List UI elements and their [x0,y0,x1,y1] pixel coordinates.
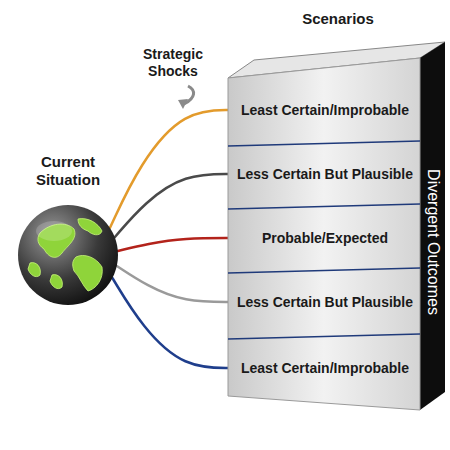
band-label: Less Certain But Plausible [237,294,413,310]
shock-path [112,278,234,368]
globe-land [28,263,40,277]
globe-illustration [18,205,118,305]
wall-front [228,58,420,410]
shock-pointer-head [178,99,188,109]
shock-path [110,110,234,228]
wall-illustration [228,42,445,412]
band-label: Least Certain/Improbable [241,360,409,376]
band-divider [228,268,420,273]
band-label: Least Certain/Improbable [241,102,409,118]
globe-highlight [36,221,72,241]
globe-node: Current Situation [18,205,118,305]
scenario-band: Least Certain/Improbable [234,82,416,138]
scenario-band: Less Certain But Plausible [234,146,416,202]
wall-side [420,42,445,410]
shock-label: Strategic Shocks [118,46,228,80]
shock-path [118,238,234,251]
globe-sphere [18,205,118,305]
globe-land [78,219,102,235]
scenario-band: Probable/Expected [234,210,416,266]
side-label: Divergent Outcomes [424,169,442,315]
shock-path [115,174,234,237]
band-divider [228,334,420,339]
shock-path [117,266,234,302]
wall-heading: Scenarios [258,10,418,27]
scenario-band: Least Certain/Improbable [234,340,416,396]
scenario-wall: ScenariosDivergent OutcomesLeast Certain… [228,42,445,412]
globe-heading: Current Situation [13,153,123,189]
band-label: Less Certain But Plausible [237,166,413,182]
band-divider [228,141,420,146]
globe-land [50,275,62,289]
globe-land [73,255,103,291]
band-label: Probable/Expected [262,230,388,246]
band-divider [228,204,420,209]
scenario-band: Less Certain But Plausible [234,274,416,330]
